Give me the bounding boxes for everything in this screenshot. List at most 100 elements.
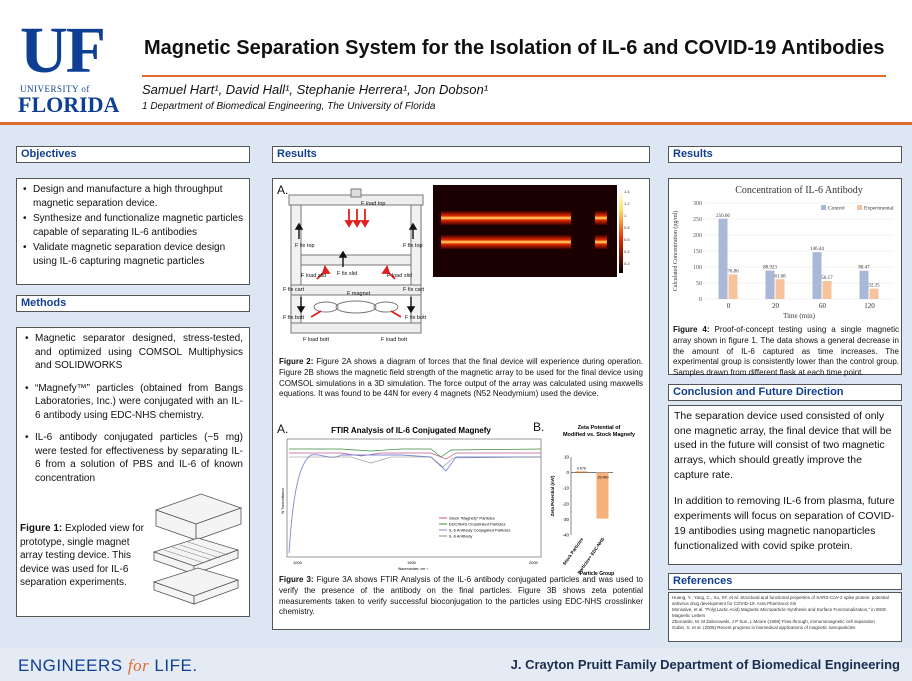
- method-item: IL-6 antibody conjugated particles (~5 m…: [23, 431, 243, 485]
- force-fix-slid: F fix slid: [337, 271, 357, 277]
- ftir-series-il6-conjugated: [288, 454, 541, 554]
- concentration-ytick: 100: [693, 265, 702, 271]
- concentration-legend-label: Experimental: [864, 206, 894, 212]
- ftir-xtick: 1500: [407, 560, 417, 565]
- concentration-category-label: 60: [819, 302, 827, 310]
- ftir-legend-item: EDC/NHS Crosslinked Particles: [449, 522, 505, 527]
- concentration-ytick: 250: [693, 217, 702, 223]
- zeta-ytick: -40: [562, 533, 569, 538]
- logo-letters: UF: [20, 14, 106, 87]
- figure4-label: Figure 4:: [673, 325, 710, 334]
- force-fix-top-left: F fix top: [295, 243, 315, 249]
- concentration-value-label: 250.66: [716, 214, 730, 219]
- references-box: Huang, Y., Yang, C., Xu, XF. et al. Stru…: [668, 592, 902, 642]
- zeta-value-label: -29.490: [597, 476, 609, 480]
- concentration-bar: [869, 288, 879, 299]
- poster-title: Magnetic Separation System for the Isola…: [144, 37, 885, 59]
- magnetic-field-heatmap: 1.4 1.2 1 0.8 0.6 0.4 0.2: [433, 185, 630, 277]
- zeta-ytick: -30: [562, 517, 569, 522]
- force-load-slid-right: F load slid: [387, 273, 412, 279]
- zeta-ytick: -10: [562, 486, 569, 491]
- colorbar-tick: 0.6: [624, 237, 630, 242]
- ftir-series-edc: [289, 448, 542, 458]
- colorbar-tick: 0.8: [624, 225, 630, 230]
- fig3-label-a: A.: [277, 422, 289, 436]
- ftir-xtick: 2000: [529, 560, 539, 565]
- ftir-chart: FTIR Analysis of IL-6 Conjugated Magnefy…: [281, 426, 542, 571]
- concentration-value-label: 88.47: [858, 266, 870, 271]
- figure2-text: Figure 2A shows a diagram of forces that…: [279, 357, 644, 399]
- results-heading-middle: Results: [272, 146, 650, 163]
- objectives-heading: Objectives: [16, 146, 250, 163]
- concentration-ylabel: Calculated Concentration (pg/ml): [672, 211, 679, 292]
- force-load-slid-left: F load slid: [301, 273, 326, 279]
- conclusion-box: The separation device used consisted of …: [668, 405, 902, 565]
- reference-item: Gubin, S. et al. (2005) Recent progress …: [672, 625, 856, 631]
- force-load-bott-left: F load bott: [303, 337, 329, 343]
- concentration-value-label: 56.17: [821, 276, 833, 281]
- reference-item: Huang, Y., Yang, C., Xu, XF. et al. Stru…: [672, 595, 889, 607]
- figure3-text: Figure 3A shows FTIR Analysis of the IL-…: [279, 575, 643, 617]
- concentration-value-label: 146.44: [810, 247, 824, 252]
- concentration-ytick: 0: [699, 297, 702, 303]
- authors: Samuel Hart¹, David Hall¹, Stephanie Her…: [142, 82, 489, 97]
- ftir-legend-item: IL-6 Antibody: [449, 534, 472, 539]
- fig3-label-b: B.: [533, 420, 545, 434]
- colorbar-tick: 0.4: [624, 249, 630, 254]
- zeta-value-label: 0.676: [577, 467, 586, 471]
- concentration-ytick: 300: [693, 201, 702, 207]
- engineers-for-life-logo: ENGINEERS for LIFE.: [18, 656, 198, 676]
- zeta-ytick: -20: [562, 501, 569, 506]
- zeta-xlabel: Particle Group: [580, 571, 614, 577]
- objective-item: Design and manufacture a high throughput…: [21, 183, 245, 210]
- colorbar-tick: 0.2: [624, 261, 630, 266]
- concentration-legend-swatch: [857, 205, 862, 210]
- footer: [0, 648, 912, 681]
- force-load-bott-right: F load bott: [381, 337, 407, 343]
- concentration-category-label: 20: [772, 302, 780, 310]
- colorbar-tick: 1: [624, 213, 627, 218]
- zeta-ylabel: Zeta Potential (mV): [550, 475, 555, 516]
- ftir-xlabel: Wavenumber, cm⁻¹: [398, 567, 429, 571]
- concentration-bar: [775, 279, 785, 299]
- colorbar-tick: 1.2: [624, 201, 630, 206]
- methods-box: Magnetic separator designed, stress-test…: [16, 327, 250, 617]
- figure3-caption: Figure 3: Figure 3A shows FTIR Analysis …: [279, 575, 643, 618]
- concentration-legend-label: Control: [828, 206, 845, 212]
- figure1-caption: Figure 1: Exploded view for prototype, s…: [20, 522, 144, 590]
- ftir-legend-item: IL-6 Antibody Conjugated Particles: [449, 528, 510, 533]
- concentration-bar: [765, 270, 775, 299]
- zeta-title: Zeta Potential of: [578, 425, 621, 431]
- ftir-xtick: 1000: [293, 560, 303, 565]
- title-divider: [142, 75, 886, 77]
- footer-logo-part: ENGINEERS: [18, 656, 128, 675]
- concentration-bar: [728, 274, 738, 299]
- concentration-ytick: 200: [693, 233, 702, 239]
- force-fix-cart-right: F fix cart: [403, 287, 425, 293]
- method-item: “Magnefy™” particles (obtained from Bang…: [23, 382, 243, 423]
- logo-university: UNIVERSITY of: [20, 84, 90, 94]
- fig2-label-a: A.: [277, 183, 289, 197]
- figure1-label: Figure 1:: [20, 523, 63, 534]
- zeta-bar: [596, 472, 609, 519]
- figure3-label: Figure 3:: [279, 575, 314, 584]
- concentration-bar: [718, 218, 728, 299]
- figure1-text: Exploded view for prototype, single magn…: [20, 523, 144, 588]
- concentration-chart: Concentration of IL-6 Antibody0501001502…: [672, 185, 894, 320]
- concentration-value-label: 88.923: [763, 266, 777, 271]
- colorbar-tick: 1.4: [624, 189, 630, 194]
- figure2-caption: Figure 2: Figure 2A shows a diagram of f…: [279, 357, 643, 400]
- zeta-category-label: Stock Particles: [562, 536, 585, 566]
- methods-heading: Methods: [16, 295, 250, 312]
- concentration-ytick: 150: [693, 249, 702, 255]
- force-magnet: F magnet: [347, 291, 371, 297]
- method-item: Magnetic separator designed, stress-test…: [23, 332, 243, 373]
- concentration-title: Concentration of IL-6 Antibody: [735, 185, 862, 196]
- poster-header: UF UNIVERSITY of FLORIDA Magnetic Separa…: [0, 0, 912, 122]
- conclusion-paragraph: The separation device used consisted of …: [674, 410, 892, 481]
- ftir-series-il6-antibody: [289, 456, 542, 468]
- concentration-category-label: 120: [864, 302, 875, 310]
- force-fix-top-right: F fix top: [403, 243, 423, 249]
